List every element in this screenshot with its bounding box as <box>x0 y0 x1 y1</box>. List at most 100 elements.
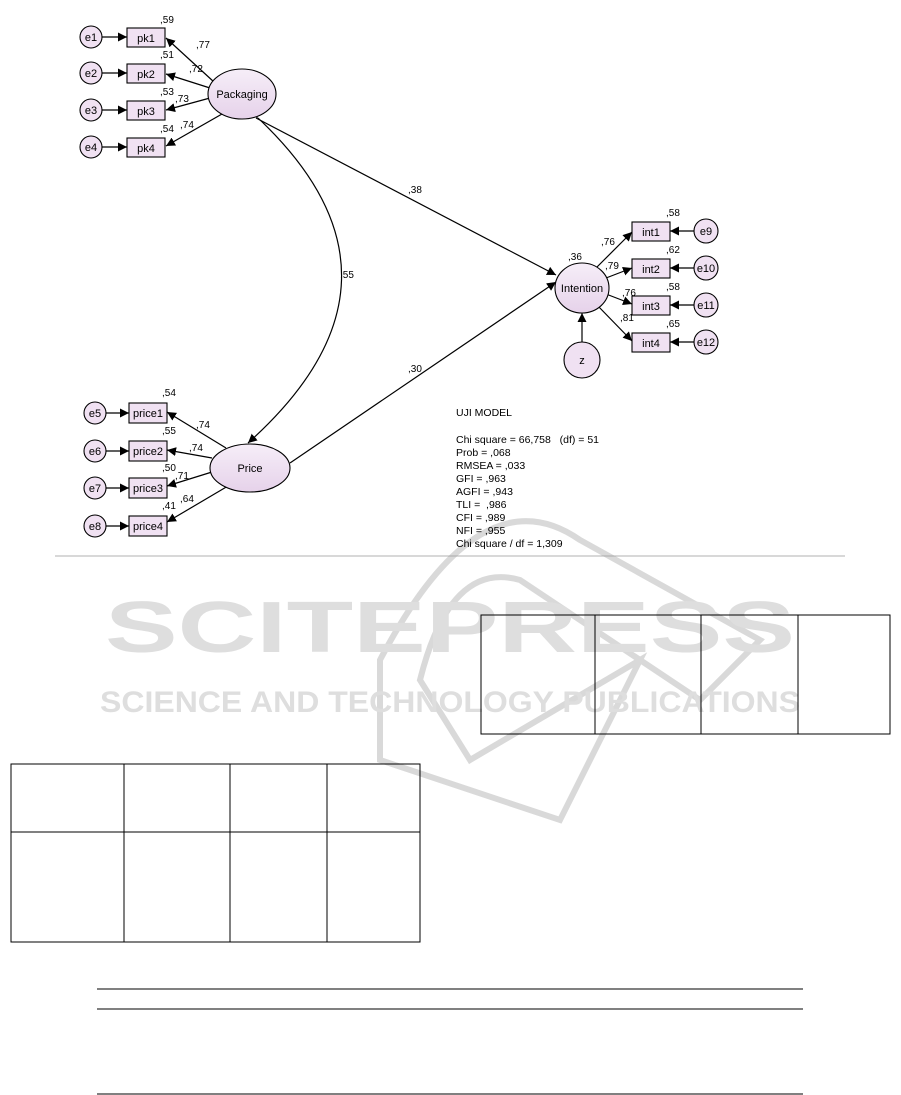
loading-arrow-price1 <box>166 411 227 449</box>
loading-arrow-pk2 <box>165 72 211 89</box>
indicator-label-price4: price4 <box>133 521 163 533</box>
r2-pk2: ,51 <box>160 50 174 61</box>
path-packaging-intention <box>255 117 557 276</box>
covariance-packaging-price <box>247 108 343 444</box>
indicator-box-int4 <box>631 332 671 353</box>
watermark-shape <box>377 518 765 824</box>
loading-arrow-price2 <box>166 447 213 459</box>
indicator-box-int2 <box>631 258 671 279</box>
table-left-empty <box>10 763 421 943</box>
error-label-e3: e3 <box>85 105 97 117</box>
loading-int1: ,76 <box>601 237 615 248</box>
error-label-e12: e12 <box>697 337 715 349</box>
disturbance-label-z: z <box>579 355 585 367</box>
fit-line-gfi: GFI = ,963 <box>456 473 506 485</box>
fit-statistics: UJI MODEL Chi square = 66,758 (df) = 51 … <box>456 407 599 550</box>
indicator-box-price1 <box>128 402 168 424</box>
packaging-block: e1 e2 e3 e4 pk1 pk2 pk3 pk4 ,59 ,51 ,53 … <box>79 15 277 159</box>
r2-price2: ,55 <box>162 426 176 437</box>
intention-block: int1 int2 int3 int4 e9 e10 e11 e12 ,58 ,… <box>554 208 719 379</box>
loading-price4: ,64 <box>180 494 194 505</box>
indicator-label-pk2: pk2 <box>137 69 155 81</box>
coef-packaging-intention: ,38 <box>408 185 422 196</box>
fit-line-rmsea: RMSEA = ,033 <box>456 460 525 472</box>
indicator-label-pk4: pk4 <box>137 143 155 155</box>
table-right-empty <box>480 614 891 735</box>
r2-int4: ,65 <box>666 319 680 330</box>
indicator-label-pk1: pk1 <box>137 33 155 45</box>
indicator-box-int1 <box>631 221 671 242</box>
indicator-label-price1: price1 <box>133 408 163 420</box>
r2-int2: ,62 <box>666 245 680 256</box>
loading-int4: ,81 <box>620 313 634 324</box>
error-label-e2: e2 <box>85 68 97 80</box>
coef-covariance: ,55 <box>340 270 354 281</box>
loading-price2: ,74 <box>189 443 203 454</box>
loading-pk3: ,73 <box>175 94 189 105</box>
error-node-e10 <box>693 255 719 281</box>
error-node-e11 <box>693 292 719 318</box>
watermark: SCITEPRESS SCIENCE AND TECHNOLOGY PUBLIC… <box>100 518 800 824</box>
path-price-intention <box>289 281 557 464</box>
error-node-e8 <box>83 514 107 538</box>
latent-intention <box>554 262 610 314</box>
error-node-e12 <box>693 329 719 355</box>
fit-title: UJI MODEL <box>456 407 512 419</box>
loading-pk4: ,74 <box>180 120 194 131</box>
error-label-e8: e8 <box>89 521 101 533</box>
error-label-e6: e6 <box>89 446 101 458</box>
error-label-e9: e9 <box>700 226 712 238</box>
fit-line-chi-square: Chi square = 66,758 (df) = 51 <box>456 434 599 446</box>
loading-arrow-int2 <box>605 267 633 279</box>
fit-line-tli: TLI = ,986 <box>456 499 507 511</box>
error-node-e9 <box>693 218 719 244</box>
indicator-box-pk1 <box>126 27 166 48</box>
r2-price4: ,41 <box>162 501 176 512</box>
indicator-label-price2: price2 <box>133 446 163 458</box>
error-node-e4 <box>79 135 103 159</box>
error-node-e3 <box>79 98 103 122</box>
error-node-e2 <box>79 61 103 85</box>
r2-price3: ,50 <box>162 463 176 474</box>
coef-price-intention: ,30 <box>408 364 422 375</box>
error-label-e4: e4 <box>85 142 97 154</box>
disturbance-node-z <box>563 341 601 379</box>
latent-packaging <box>207 68 277 120</box>
loading-price1: ,74 <box>196 420 210 431</box>
loading-arrow-pk3 <box>165 97 211 112</box>
latent-price <box>209 443 291 493</box>
price-block: e5 e6 e7 e8 price1 price2 price3 price4 … <box>83 388 291 538</box>
loading-arrow-pk1 <box>165 37 215 83</box>
error-node-e5 <box>83 401 107 425</box>
r2-pk4: ,54 <box>160 124 174 135</box>
loading-arrow-int1 <box>596 231 633 268</box>
r2-pk1: ,59 <box>160 15 174 26</box>
error-label-e10: e10 <box>697 263 715 275</box>
table-bottom-rules <box>97 988 803 1095</box>
indicator-box-pk3 <box>126 100 166 121</box>
watermark-brand: SCITEPRESS <box>105 588 795 668</box>
indicator-box-price2 <box>128 440 168 462</box>
loading-arrow-price3 <box>166 471 213 488</box>
indicator-label-price3: price3 <box>133 483 163 495</box>
indicator-box-pk4 <box>126 137 166 158</box>
error-label-e5: e5 <box>89 408 101 420</box>
error-label-e11: e11 <box>697 300 715 312</box>
fit-line-agfi: AGFI = ,943 <box>456 486 513 498</box>
latent-label-intention: Intention <box>561 283 603 295</box>
indicator-label-pk3: pk3 <box>137 106 155 118</box>
indicator-box-price4 <box>128 515 168 537</box>
r2-int1: ,58 <box>666 208 680 219</box>
indicator-box-int3 <box>631 295 671 316</box>
error-node-e7 <box>83 476 107 500</box>
fit-line-cfi: CFI = ,989 <box>456 512 505 524</box>
loading-pk2: ,72 <box>189 64 203 75</box>
loading-int3: ,76 <box>622 288 636 299</box>
loading-arrow-int3 <box>605 293 633 305</box>
loading-arrow-pk4 <box>165 113 223 147</box>
loading-arrow-int4 <box>596 304 633 342</box>
error-label-e1: e1 <box>85 32 97 44</box>
indicator-label-int1: int1 <box>642 227 660 239</box>
error-node-e6 <box>83 439 107 463</box>
